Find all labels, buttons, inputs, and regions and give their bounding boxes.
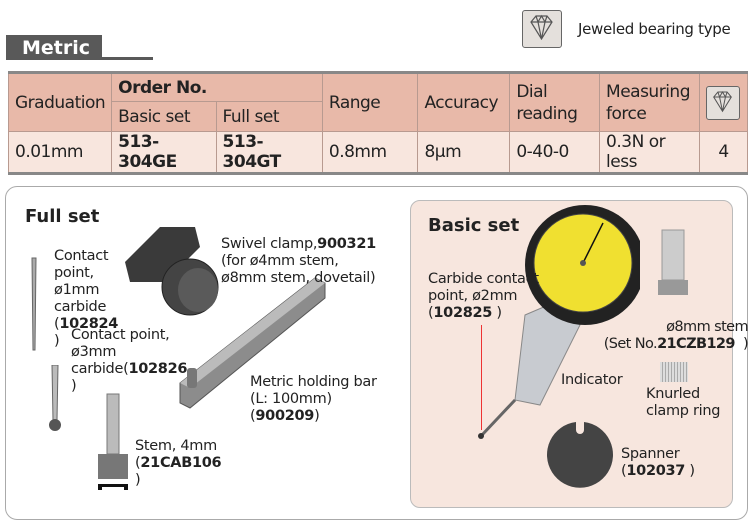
cell-range: 0.8mm [321,131,419,174]
spec-table: Graduation Order No. Range Accuracy Dial… [7,71,749,175]
cell-measuring-force: 0.3N or less [599,131,700,174]
table-row: 0.01mm 513-304GE 513-304GT 0.8mm 8µm 0-4… [7,131,749,174]
cell-dial-reading: 0-40-0 [509,131,601,174]
accessories-panel [5,186,748,520]
knurled-ring-label: Knurled clamp ring [646,386,721,419]
swivel-clamp-label: Swivel clamp,900321(for ø4mm stem, ø8mm … [221,236,376,286]
section-title: Metric [6,35,102,60]
contact-point-3mm-label: Contact point, ø3mm carbide(102826 ) [71,327,188,394]
leader-line [481,325,482,430]
header-order-no: Order No. [111,72,323,102]
cell-jewel: 4 [698,131,749,174]
basic-set-title: Basic set [428,215,520,236]
knurled-ring-illustration [660,362,688,382]
header-accuracy: Accuracy [417,72,511,132]
spanner-label: Spanner(102037 ) [621,446,695,479]
stem-8mm-illustration [658,229,688,295]
spanner-illustration [547,422,613,488]
stem-4mm-label: Stem, 4mm(21CAB106 ) [135,438,222,488]
header-full-set: Full set [215,101,323,132]
header-jewel [698,72,749,132]
legend-label: Jeweled bearing type [578,20,731,38]
swivel-clamp-illustration [125,227,219,316]
divider [102,57,153,60]
header-graduation: Graduation [7,72,113,132]
carbide-contact-label: Carbide contact point, ø2mm(102825 ) [428,271,539,321]
header-dial-reading: Dial reading [509,72,601,132]
cell-graduation: 0.01mm [7,131,113,174]
diamond-icon [522,10,562,48]
indicator-label: Indicator [561,372,623,388]
header-basic-set: Basic set [111,101,217,132]
stem-illustration [98,393,128,490]
cell-full-set: 513-304GT [215,131,323,174]
holding-bar-label: Metric holding bar (L: 100mm)(900209) [250,374,377,424]
indicator-illustration [478,205,640,439]
stem-8mm-label: ø8mm stem(Set No.21CZB129 ) [603,319,749,352]
contact-points-illustration [31,257,37,351]
contact-point-3mm-illustration [49,365,61,431]
cell-basic-set: 513-304GE [111,131,217,174]
header-range: Range [321,72,419,132]
header-measuring-force: Measuring force [599,72,700,132]
full-set-title: Full set [25,206,100,227]
diamond-icon [705,85,740,120]
contact-point-1mm-label: Contact point, ø1mm carbide (102824 ) [54,248,119,349]
cell-accuracy: 8µm [417,131,511,174]
holding-bar-illustration [179,277,326,409]
